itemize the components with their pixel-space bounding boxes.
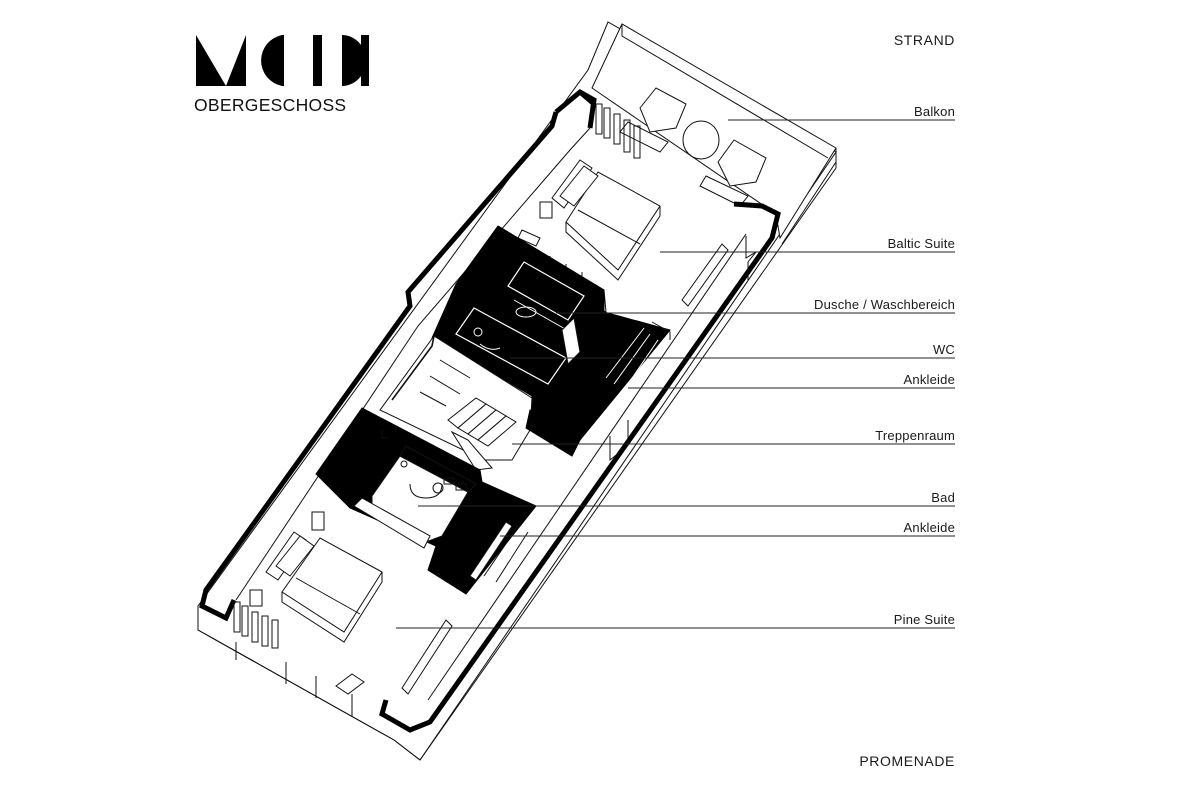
room-labels: Balkon Baltic Suite Dusche / Waschbereic… bbox=[814, 104, 955, 627]
label-ankleide-upper: Ankleide bbox=[904, 372, 955, 387]
lower-wet-core bbox=[315, 407, 537, 595]
label-treppenraum: Treppenraum bbox=[875, 428, 955, 443]
label-wc: WC bbox=[933, 342, 955, 357]
balcony bbox=[591, 23, 837, 245]
logo-mark bbox=[196, 35, 369, 86]
label-balkon: Balkon bbox=[914, 104, 955, 119]
label-dusche-waschbereich: Dusche / Waschbereich bbox=[814, 297, 955, 312]
label-bad: Bad bbox=[931, 490, 955, 505]
label-pine-suite: Pine Suite bbox=[894, 612, 955, 627]
brand-logo: OBERGESCHOSS bbox=[194, 35, 369, 115]
facade-right bbox=[609, 236, 757, 462]
stairwell bbox=[379, 335, 581, 471]
label-baltic-suite: Baltic Suite bbox=[888, 236, 955, 251]
pine-suite-room bbox=[233, 511, 453, 716]
building-plan bbox=[197, 21, 837, 761]
leader-lines bbox=[396, 119, 955, 629]
orientation-top-label: STRAND bbox=[894, 32, 955, 48]
label-ankleide-lower: Ankleide bbox=[904, 520, 955, 535]
baltic-suite-room bbox=[483, 159, 729, 313]
orientation-bottom-label: PROMENADE bbox=[859, 753, 955, 769]
floor-title: OBERGESCHOSS bbox=[194, 95, 346, 115]
